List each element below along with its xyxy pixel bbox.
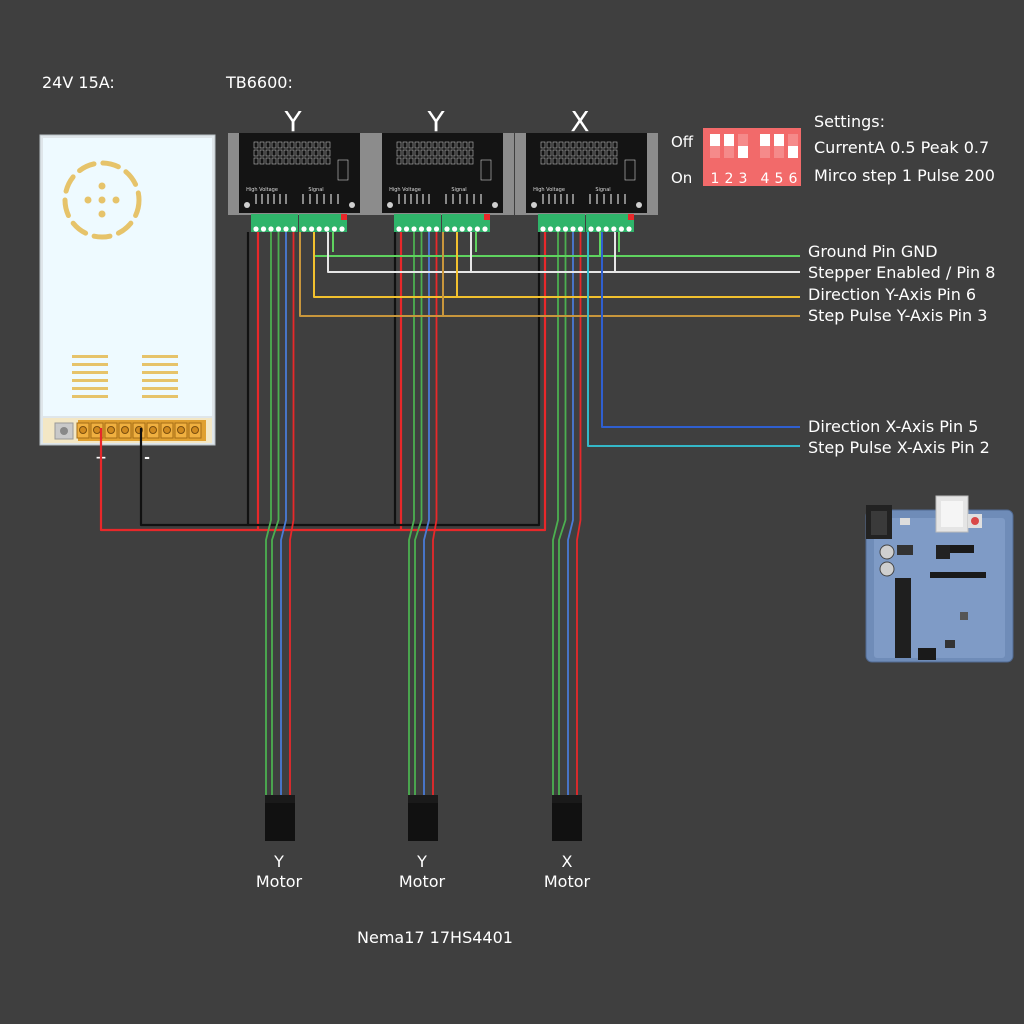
signal-label: Signal — [595, 187, 610, 193]
driver-x: X High Voltage Signal — [515, 105, 658, 232]
dip-lever — [760, 134, 770, 146]
motor-connector — [265, 795, 295, 803]
driver-axis-label: Y — [283, 105, 302, 138]
signal-label: Signal — [451, 187, 466, 193]
dip-number: 1 — [711, 171, 720, 187]
dip-number: 5 — [775, 171, 784, 187]
dip-off-label: Off — [671, 133, 694, 151]
wires — [99, 232, 800, 795]
signal-label-step-y: Step Pulse Y-Axis Pin 3 — [808, 306, 987, 325]
motor-model-label: Nema17 17HS4401 — [357, 928, 513, 947]
drivers-title: TB6600: — [225, 73, 293, 92]
motor-body — [408, 803, 438, 841]
motor-axis-label: X — [562, 852, 573, 871]
dip-lever — [774, 134, 784, 146]
dip-number: 4 — [761, 171, 770, 187]
high-voltage-label: High Voltage — [533, 187, 565, 193]
dip-on-label: On — [671, 169, 692, 187]
high-voltage-label: High Voltage — [389, 187, 421, 193]
psu-minus-label: - — [144, 450, 150, 466]
signal-label-step-x: Step Pulse X-Axis Pin 2 — [808, 438, 990, 457]
settings-microstep: Mirco step 1 Pulse 200 — [814, 166, 995, 185]
motors — [265, 795, 582, 841]
motor-label: Motor — [544, 872, 591, 891]
driver-board — [526, 133, 647, 213]
dip-lever — [738, 146, 748, 158]
psu-title: 24V 15A: — [42, 73, 115, 92]
motor-connector — [408, 795, 438, 803]
driver-board — [239, 133, 360, 213]
driver-axis-label: X — [570, 105, 589, 138]
motor-axis-label: Y — [273, 852, 284, 871]
driver-y2: Y High Voltage Signal — [371, 105, 514, 232]
dip-lever — [724, 134, 734, 146]
signal-label-dir-y: Direction Y-Axis Pin 6 — [808, 285, 976, 304]
driver-board — [382, 133, 503, 213]
settings-current: CurrentA 0.5 Peak 0.7 — [814, 138, 989, 157]
motor-body — [552, 803, 582, 841]
dip-number: 3 — [739, 171, 748, 187]
motor-label: Motor — [399, 872, 446, 891]
motor-axis-label: Y — [416, 852, 427, 871]
motor-body — [265, 803, 295, 841]
signal-label: Signal — [308, 187, 323, 193]
driver-y1: Y High Voltage Signal — [228, 105, 371, 232]
power-supply — [39, 134, 216, 446]
signal-label-enable: Stepper Enabled / Pin 8 — [808, 263, 995, 282]
driver-axis-label: Y — [426, 105, 445, 138]
psu-terminal-screws — [76, 422, 202, 439]
dip-lever — [788, 146, 798, 158]
settings-title: Settings: — [814, 112, 885, 131]
fan-grille-icon — [62, 160, 142, 240]
motor-connector — [552, 795, 582, 803]
high-voltage-label: High Voltage — [246, 187, 278, 193]
dip-lever — [710, 134, 720, 146]
vent-slots — [72, 355, 178, 398]
signal-label-ground: Ground Pin GND — [808, 242, 938, 261]
dip-number: 2 — [725, 171, 734, 187]
dip-levers — [710, 134, 798, 158]
arduino-board — [865, 495, 1014, 663]
dip-number: 6 — [789, 171, 798, 187]
signal-label-dir-x: Direction X-Axis Pin 5 — [808, 417, 978, 436]
motor-label: Motor — [256, 872, 303, 891]
fan-holes — [84, 182, 120, 218]
